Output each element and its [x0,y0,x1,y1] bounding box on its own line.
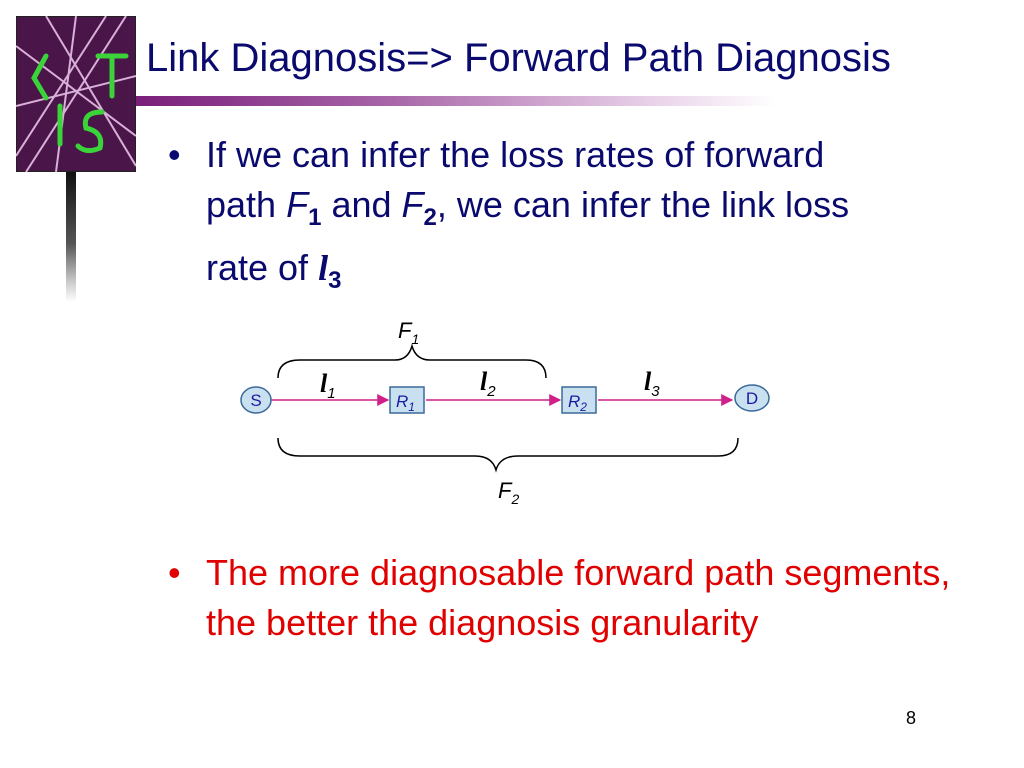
link-subscript: 2 [486,383,496,400]
bullet-marker: • [168,552,181,593]
title-underline [136,96,776,106]
link-subscript: 3 [328,267,342,294]
f2-subscript: 2 [510,491,519,507]
link-label-1: l1 [320,369,336,402]
f1-brace [277,343,547,379]
path-subscript: 2 [423,204,437,231]
decorative-bar [66,172,76,302]
bullet-granularity: • The more diagnosable forward path segme… [168,548,966,648]
link-letter: l [320,369,328,398]
node-s-label: S [250,391,261,410]
node-r1-label: R1 [396,392,415,414]
link-label-2: l2 [480,367,496,400]
link-label-3: l3 [644,367,660,400]
node-r2 [561,386,597,414]
bullet-text-part: and [321,184,402,225]
node-d [734,384,770,412]
link-letter: l [644,367,652,396]
link-subscript: 1 [327,385,335,402]
f2-label: F2 [498,478,519,507]
slide-title: Link Diagnosis=> Forward Path Diagnosis [146,36,891,80]
node-d-label: D [746,389,758,408]
node-s [240,386,272,414]
node-r2-label: R2 [568,392,587,414]
f1-label: F1 [398,318,419,347]
path-subscript: 1 [308,204,322,231]
lst-logo [16,16,136,172]
bullet-text-part: If we can infer the loss rates of forwar… [206,134,825,225]
path-symbol: F [286,184,309,225]
f1-letter: F [398,318,413,343]
bullet-text-part: , we can infer the link loss rate of [206,184,850,288]
node-r1 [389,386,425,414]
f2-letter: F [498,478,513,503]
bullet-marker: • [168,134,181,175]
bullet-forward-path: • If we can infer the loss rates of forwa… [168,130,866,306]
node-letter: R [396,392,408,411]
f1-subscript: 1 [411,331,419,347]
link-letter: l [480,367,488,396]
page-number: 8 [906,708,917,728]
node-subscript: 2 [579,400,587,414]
link-subscript: 3 [651,383,660,400]
node-subscript: 1 [408,400,415,414]
path-diagram: F1 F2 l1 l2 l3 S R1 R2 D [240,318,770,507]
node-letter: R [568,392,580,411]
path-symbol: F [401,184,424,225]
bullet-text: The more diagnosable forward path segmen… [206,552,951,643]
f2-brace [277,437,739,473]
link-symbol: l [318,248,329,288]
